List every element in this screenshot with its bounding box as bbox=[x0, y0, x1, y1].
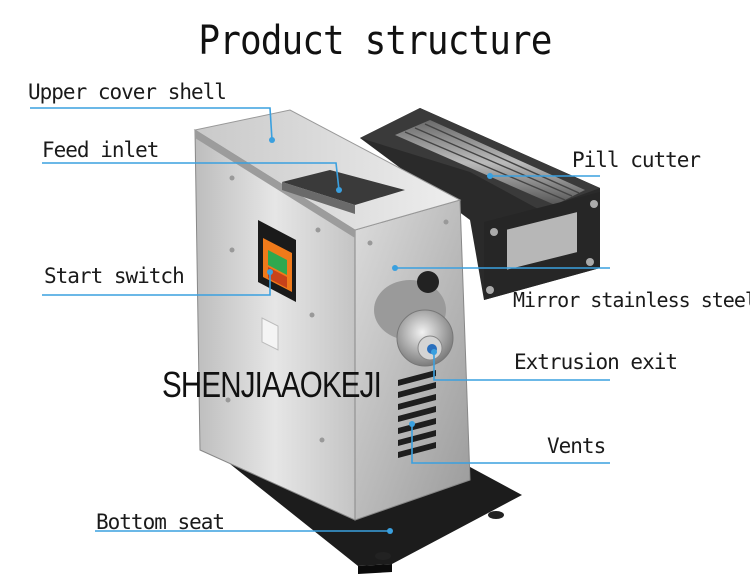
label-bottom-seat: Bottom seat bbox=[96, 510, 225, 534]
page-title: Product structure bbox=[198, 18, 552, 64]
leader-start-switch bbox=[42, 272, 271, 296]
vent-grille bbox=[398, 370, 436, 458]
leader-vents bbox=[411, 424, 610, 464]
leader-feed-inlet bbox=[42, 162, 340, 191]
label-pill-cutter: Pill cutter bbox=[572, 148, 701, 172]
label-start-switch: Start switch bbox=[44, 264, 185, 288]
leader-upper-cover bbox=[30, 107, 273, 141]
label-upper-cover-shell: Upper cover shell bbox=[28, 80, 227, 104]
feed-inlet-opening bbox=[282, 170, 405, 205]
label-vents: Vents bbox=[547, 434, 606, 458]
watermark-text: SHENJIAAOKEJI bbox=[162, 364, 382, 405]
label-feed-inlet: Feed inlet bbox=[42, 138, 159, 162]
pill-cutter-roller bbox=[395, 120, 585, 205]
label-mirror-stainless-steel: Mirror stainless steel bbox=[513, 288, 750, 312]
leader-extrusion-exit bbox=[433, 352, 610, 381]
leader-lines bbox=[30, 107, 610, 532]
label-extrusion-exit: Extrusion exit bbox=[514, 350, 678, 374]
